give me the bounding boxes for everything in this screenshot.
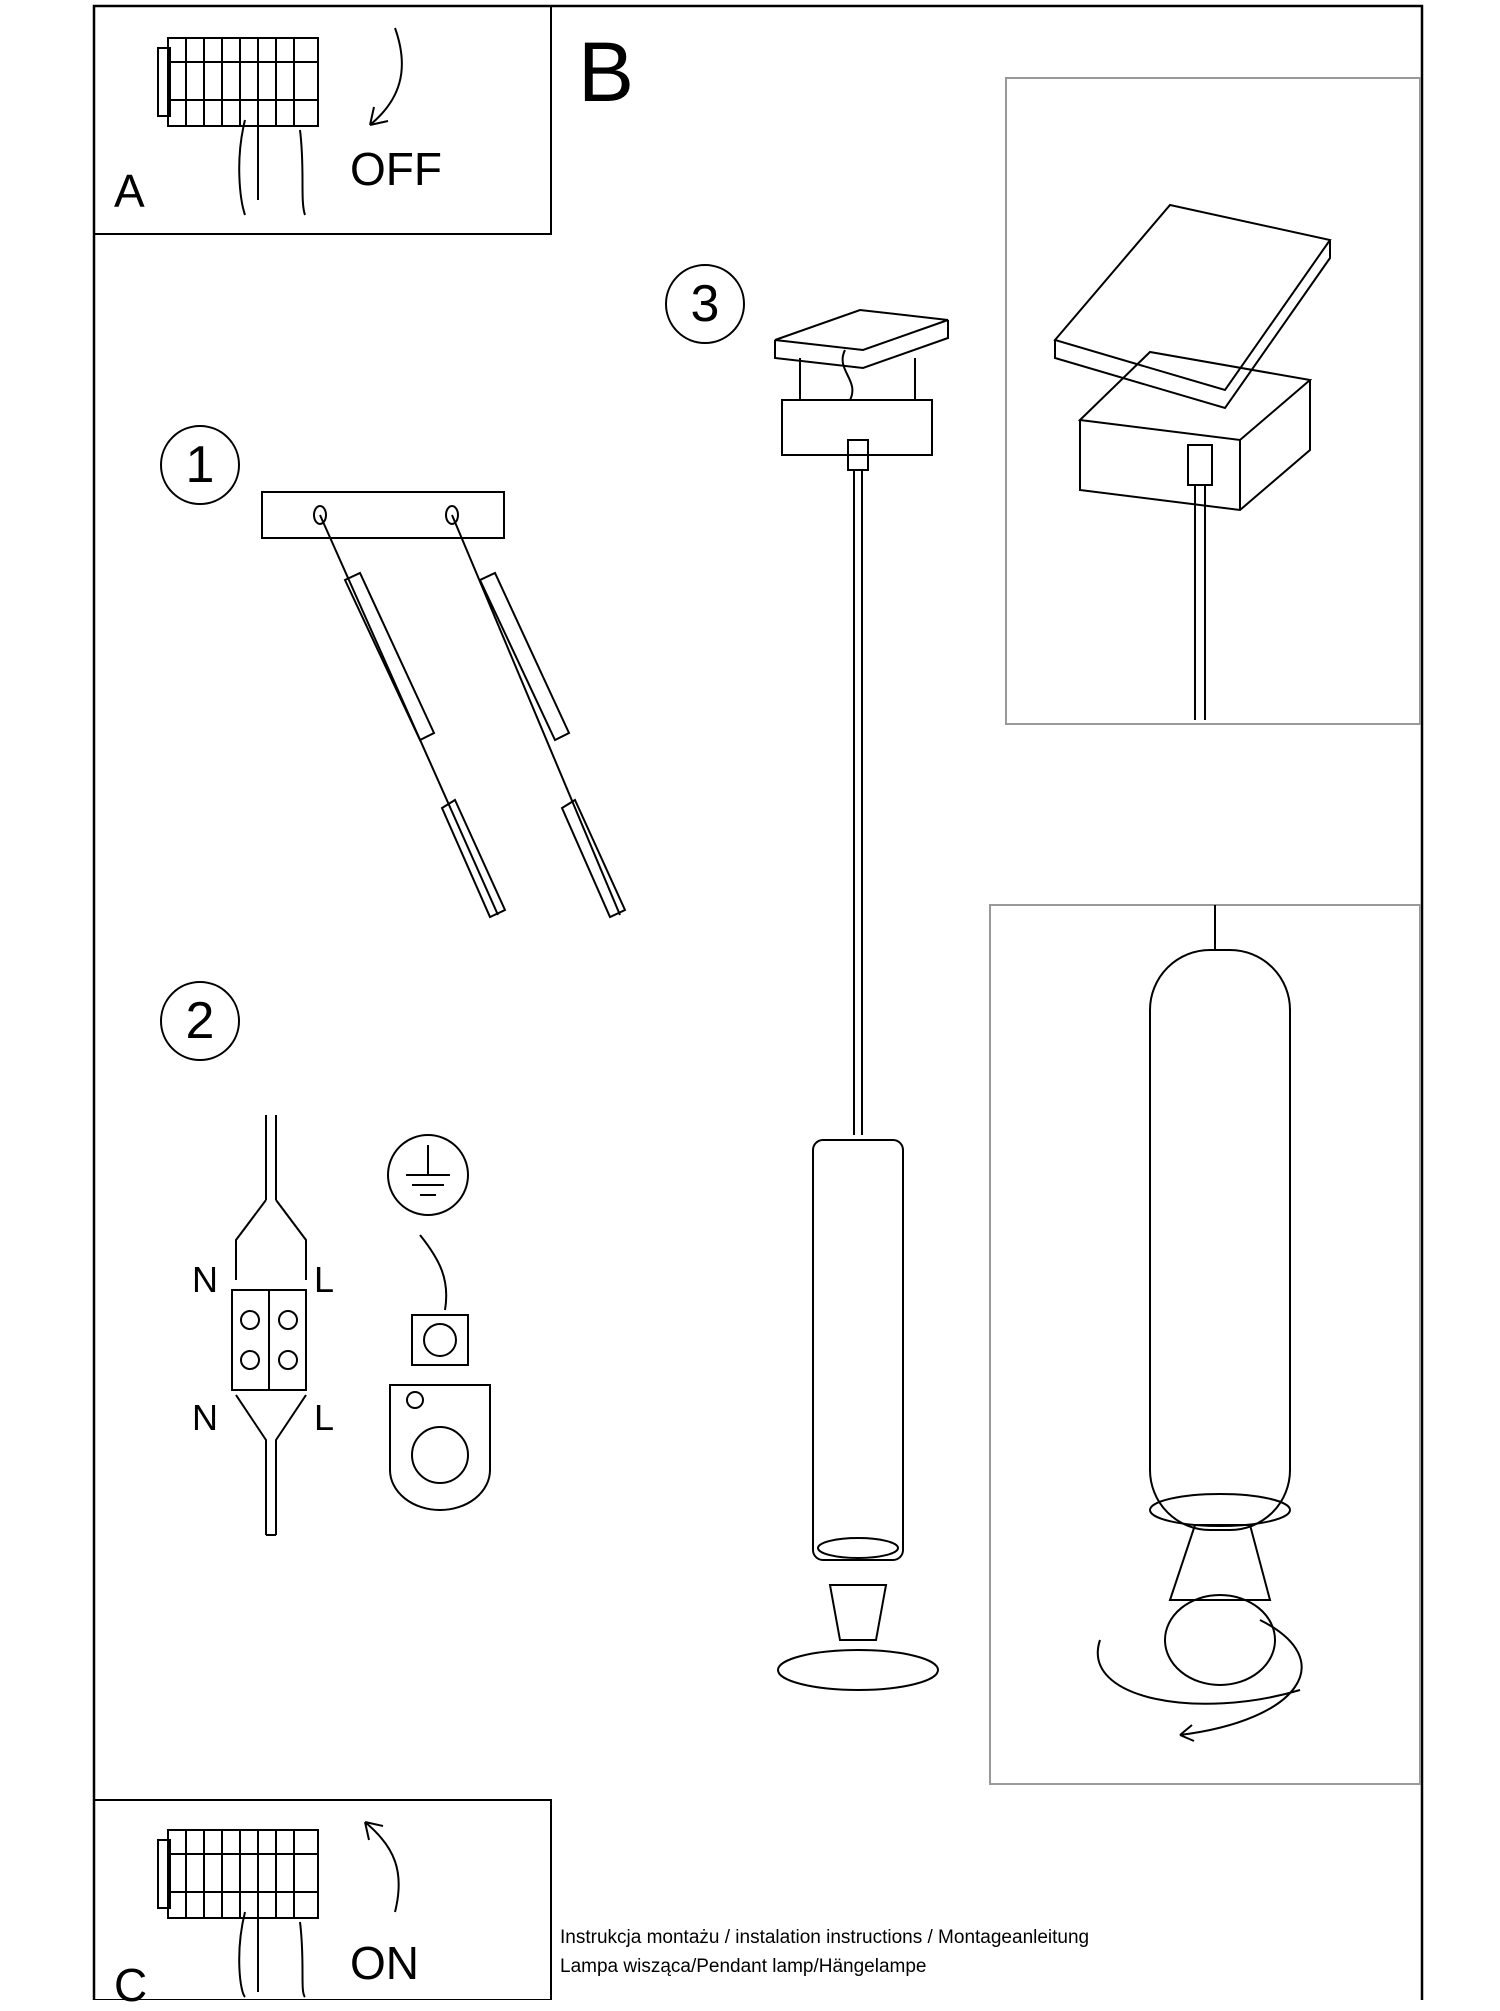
step-1-circle: [160, 425, 240, 505]
bulb-rotation-detail: [1096, 905, 1303, 1742]
breaker-panel-icon: [157, 1821, 400, 1998]
step-a-label: A: [114, 165, 145, 217]
step-number-3: 3: [690, 275, 720, 333]
neutral-label-bottom: N: [192, 1397, 218, 1438]
page-frame: [92, 4, 1424, 2000]
footer-title: Instrukcja montażu / instalation instruc…: [560, 1927, 1090, 1948]
on-label: ON: [350, 1937, 419, 1989]
step-c-box: [93, 1799, 552, 2000]
step-number-1: 1: [185, 436, 215, 494]
ceiling-box-detail: [1053, 203, 1332, 720]
step-a-box: [93, 5, 552, 235]
breaker-panel-icon: [157, 27, 403, 216]
mounting-plate-screws-icon: [261, 491, 627, 919]
step-number-2: 2: [185, 992, 215, 1050]
footer-subtitle: Lampa wisząca/Pendant lamp/Hängelampe: [560, 1956, 927, 1977]
step-c-label: C: [114, 1959, 148, 2011]
ground-terminal-icon: [387, 1134, 491, 1511]
live-label-bottom: L: [314, 1397, 335, 1438]
step-b-label: B: [578, 25, 635, 119]
off-label: OFF: [350, 143, 442, 195]
wire-connector-icon: [231, 1115, 307, 1536]
neutral-label-top: N: [192, 1259, 218, 1300]
step-3-circle: [665, 264, 745, 344]
detail-inset-ceiling: [1005, 77, 1421, 725]
step-2-circle: [160, 981, 240, 1061]
live-label-top: L: [314, 1259, 335, 1300]
pendant-lamp-drawing: [774, 308, 949, 1691]
detail-inset-bulb: [989, 904, 1421, 1785]
